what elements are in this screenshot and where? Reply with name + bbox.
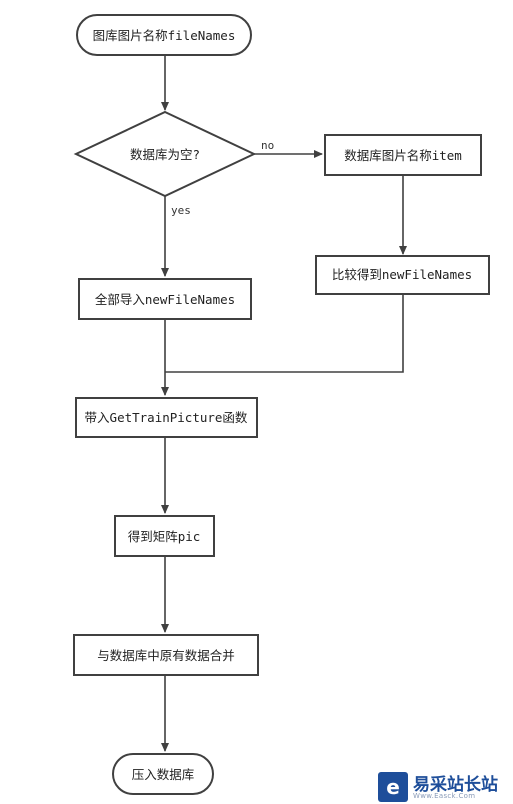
edge-label-no: no <box>261 139 274 152</box>
node-start-label: 图库图片名称fileNames <box>93 28 236 43</box>
node-call-func-label: 带入GetTrainPicture函数 <box>85 410 248 425</box>
node-start: 图库图片名称fileNames <box>76 14 252 56</box>
edge-compare-to-join <box>165 294 404 373</box>
node-import-all-label: 全部导入newFileNames <box>95 292 235 307</box>
site-logo-letter: e <box>386 775 400 799</box>
node-merge-label: 与数据库中原有数据合并 <box>97 648 235 663</box>
site-name: 易采站长站 <box>413 775 498 795</box>
node-call-func: 带入GetTrainPicture函数 <box>75 397 258 438</box>
site-watermark: e 易采站长站 Www.Easck.Com <box>378 770 513 804</box>
node-merge: 与数据库中原有数据合并 <box>73 634 259 676</box>
node-decision-label: 数据库为空? <box>130 147 200 162</box>
node-import-all: 全部导入newFileNames <box>78 278 252 320</box>
node-compare-label: 比较得到newFileNames <box>332 267 472 282</box>
flow-edges <box>161 55 407 752</box>
node-end: 压入数据库 <box>112 753 214 795</box>
node-compare: 比较得到newFileNames <box>315 255 490 295</box>
node-end-label: 压入数据库 <box>132 767 195 782</box>
site-logo-icon: e <box>378 772 408 802</box>
edge-label-yes: yes <box>171 204 191 217</box>
node-get-matrix-label: 得到矩阵pic <box>128 529 201 544</box>
node-db-names-label: 数据库图片名称item <box>344 148 462 163</box>
node-db-names: 数据库图片名称item <box>324 134 482 176</box>
node-decision: 数据库为空? <box>73 110 257 198</box>
node-get-matrix: 得到矩阵pic <box>114 515 215 557</box>
site-url: Www.Easck.Com <box>413 792 476 800</box>
